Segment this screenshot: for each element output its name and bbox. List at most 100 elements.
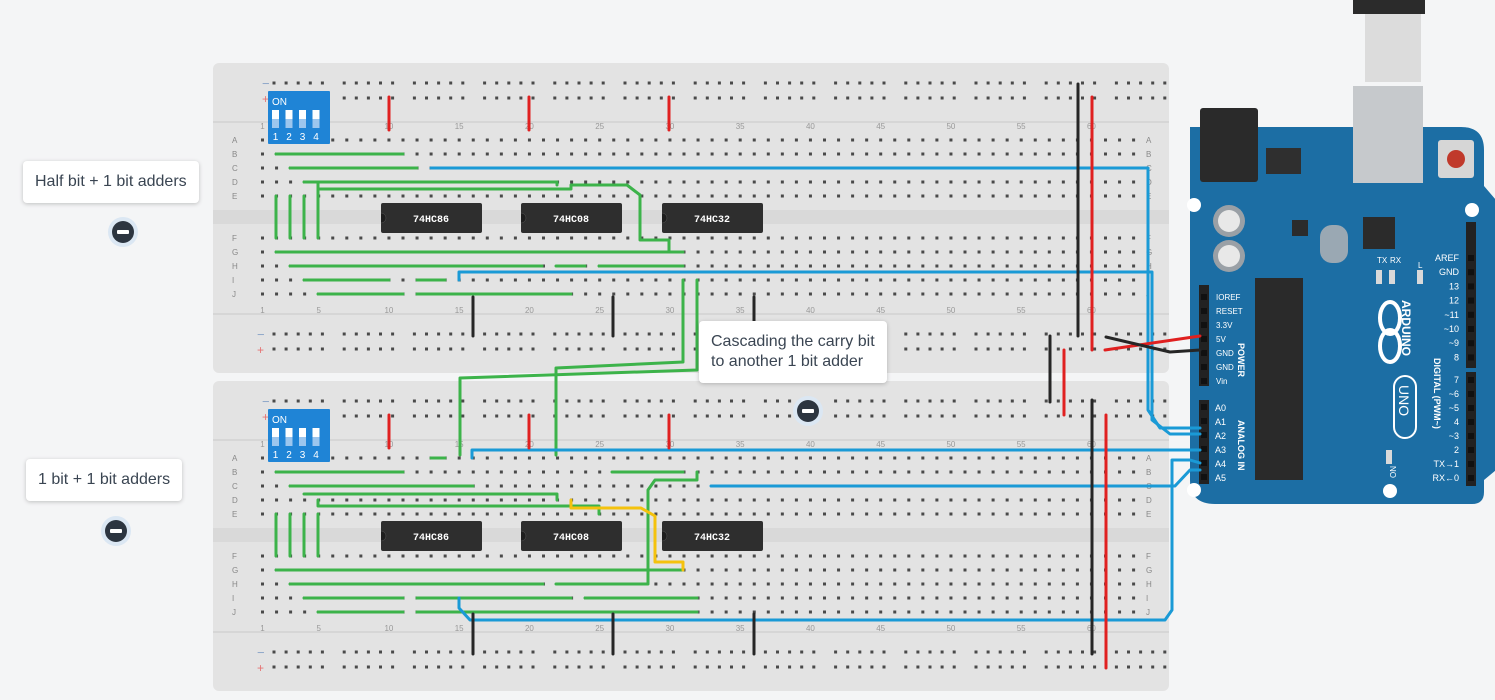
green-wire[interactable] [316,498,601,516]
rail-hole[interactable] [1010,332,1014,336]
rail-hole[interactable] [986,96,990,100]
rail-hole[interactable] [366,414,370,418]
breadboard-hole[interactable] [935,278,939,282]
rail-hole[interactable] [974,414,978,418]
breadboard-hole[interactable] [261,292,264,296]
breadboard-hole[interactable] [710,138,714,142]
breadboard-hole[interactable] [1132,554,1136,558]
breadboard-hole[interactable] [668,456,672,460]
breadboard-hole[interactable] [977,582,981,586]
rail-hole[interactable] [1056,414,1060,418]
rail-hole[interactable] [553,332,557,336]
breadboard-hole[interactable] [1104,180,1107,184]
breadboard-hole[interactable] [696,582,700,586]
breadboard-hole[interactable] [640,292,644,296]
breadboard-hole[interactable] [485,456,489,460]
breadboard-hole[interactable] [1118,498,1122,502]
breadboard-hole[interactable] [584,456,588,460]
breadboard-hole[interactable] [823,568,826,572]
breadboard-hole[interactable] [921,278,925,282]
breadboard-hole[interactable] [738,264,742,268]
breadboard-hole[interactable] [1118,582,1122,586]
rail-hole[interactable] [693,332,697,336]
rail-hole[interactable] [647,414,651,418]
rail-hole[interactable] [379,81,382,85]
breadboard-hole[interactable] [907,138,911,142]
breadboard-hole[interactable] [794,138,798,142]
breadboard-hole[interactable] [598,152,602,156]
rail-hole[interactable] [565,81,569,85]
rail-hole[interactable] [1056,399,1060,403]
breadboard-hole[interactable] [373,194,377,198]
breadboard-hole[interactable] [893,250,897,254]
breadboard-hole[interactable] [626,512,630,516]
rail-hole[interactable] [1010,665,1014,669]
breadboard-hole[interactable] [513,512,517,516]
breadboard-hole[interactable] [851,152,855,156]
breadboard-hole[interactable] [654,194,658,198]
breadboard-hole[interactable] [527,138,531,142]
breadboard-hole[interactable] [837,264,841,268]
rail-hole[interactable] [623,414,627,418]
rail-hole[interactable] [461,650,465,654]
breadboard-hole[interactable] [865,498,869,502]
breadboard-hole[interactable] [612,484,616,488]
blue-wire[interactable] [457,458,1202,622]
breadboard-hole[interactable] [1033,568,1037,572]
breadboard-hole[interactable] [1061,194,1065,198]
rail-hole[interactable] [705,399,709,403]
rail-hole[interactable] [904,414,908,418]
rail-hole[interactable] [1068,399,1072,403]
rail-hole[interactable] [412,399,416,403]
rail-hole[interactable] [553,650,557,654]
rail-hole[interactable] [717,650,721,654]
breadboard-hole[interactable] [949,292,953,296]
breadboard-hole[interactable] [261,236,264,240]
breadboard-hole[interactable] [626,152,630,156]
breadboard-hole[interactable] [1019,512,1023,516]
breadboard-hole[interactable] [1132,138,1136,142]
rail-hole[interactable] [296,399,300,403]
rail-hole[interactable] [834,399,838,403]
rail-hole[interactable] [647,650,651,654]
rail-hole[interactable] [940,332,944,336]
breadboard-hole[interactable] [1047,596,1051,600]
rail-hole[interactable] [671,665,675,669]
rail-hole[interactable] [342,665,346,669]
rail-hole[interactable] [1127,347,1130,351]
breadboard-hole[interactable] [766,152,770,156]
breadboard-hole[interactable] [808,512,812,516]
green-wire[interactable] [554,278,685,457]
breadboard-hole[interactable] [1118,264,1122,268]
rail-hole[interactable] [1114,650,1118,654]
rail-hole[interactable] [449,399,453,403]
rail-hole[interactable] [1056,81,1060,85]
breadboard-hole[interactable] [752,610,756,614]
breadboard-hole[interactable] [963,180,967,184]
rail-hole[interactable] [272,347,276,351]
rail-hole[interactable] [904,347,908,351]
breadboard-hole[interactable] [1061,264,1065,268]
breadboard-hole[interactable] [598,456,602,460]
breadboard-hole[interactable] [921,194,925,198]
rail-hole[interactable] [776,96,779,100]
rail-hole[interactable] [952,332,956,336]
breadboard-hole[interactable] [766,292,770,296]
rail-hole[interactable] [671,96,675,100]
breadboard-hole[interactable] [373,512,377,516]
breadboard-hole[interactable] [780,250,784,254]
breadboard-hole[interactable] [457,456,461,460]
rail-hole[interactable] [437,332,441,336]
rail-hole[interactable] [1163,347,1167,351]
breadboard-hole[interactable] [1047,264,1051,268]
breadboard-hole[interactable] [935,470,939,474]
rail-hole[interactable] [425,399,428,403]
breadboard-hole[interactable] [808,498,812,502]
rail-hole[interactable] [519,81,523,85]
rail-hole[interactable] [1022,81,1026,85]
breadboard-hole[interactable] [865,250,869,254]
breadboard-hole[interactable] [794,180,798,184]
breadboard-hole[interactable] [1005,610,1009,614]
breadboard-hole[interactable] [1047,236,1051,240]
rail-hole[interactable] [1010,96,1014,100]
